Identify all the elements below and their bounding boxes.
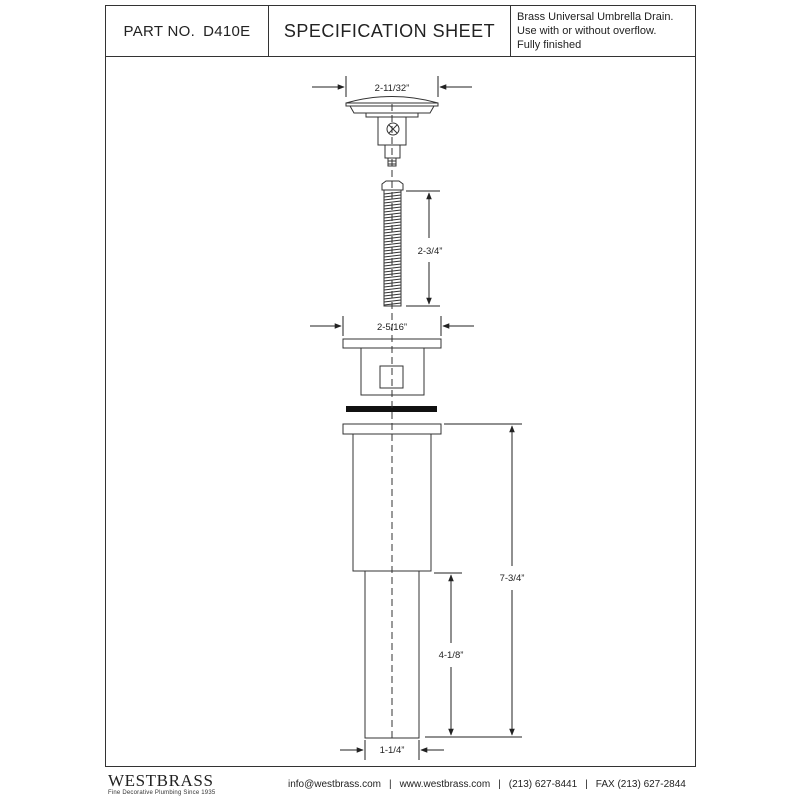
dimension-tail-diameter [340,740,444,760]
threaded-stem [381,180,404,307]
part-number-cell: PART NO. D410E [106,6,269,56]
thread-line [383,275,402,279]
footer-separator: | [585,779,588,790]
dimension-flange-width [310,316,474,336]
brand-name: WESTBRASS [108,771,214,790]
header-bar: PART NO. D410E SPECIFICATION SHEET Brass… [105,5,696,57]
thread-line [383,221,402,225]
thread-line [383,266,402,270]
product-description: Brass Universal Umbrella Drain. Use with… [511,6,695,56]
dimension-stem-length-label: 2-3/4” [418,246,443,257]
fax-number: FAX (213) 627-2844 [595,779,686,790]
part-number: D410E [203,22,251,40]
dimension-cap-width [312,76,472,97]
dimension-tail-diameter-label: 1-1/4” [380,745,405,756]
dimension-cap-width-label: 2-11/32” [375,83,410,94]
footer-separator: | [498,779,501,790]
thread-line [383,200,402,204]
dimension-flange-width-label: 2-5/16” [377,322,407,333]
thread-line [383,254,402,258]
brand-logo: WESTBRASS Fine Decorative Plumbing Since… [108,772,215,797]
contact-footer: info@westbrass.com | www.westbrass.com | (21… [288,779,686,790]
dimension-tail-length [434,572,462,738]
dimension-total-length-label: 7-3/4” [500,573,525,584]
thread-line [383,242,402,246]
description-line: Fully finished [517,39,582,51]
brand-tagline: Fine Decorative Plumbing Since 1935 [108,790,216,796]
sheet-title: SPECIFICATION SHEET [269,6,511,56]
thread-line [383,233,402,237]
footer-separator: | [388,779,392,790]
thread-line [383,299,402,303]
description-line: Use with or without overflow. [517,25,657,37]
thread-line [383,209,402,213]
email-link[interactable]: info@westbrass.com [288,779,381,790]
description-line: Brass Universal Umbrella Drain. [517,11,674,23]
part-label: PART NO. [123,22,196,40]
website-link[interactable]: www.westbrass.com [399,779,491,790]
thread-line [383,287,402,291]
dimension-tail-length-label: 4-1/8” [439,650,464,661]
dimension-stem-length [406,190,440,307]
phone-number: (213) 627-8441 [508,779,578,790]
rubber-gasket [346,406,437,412]
